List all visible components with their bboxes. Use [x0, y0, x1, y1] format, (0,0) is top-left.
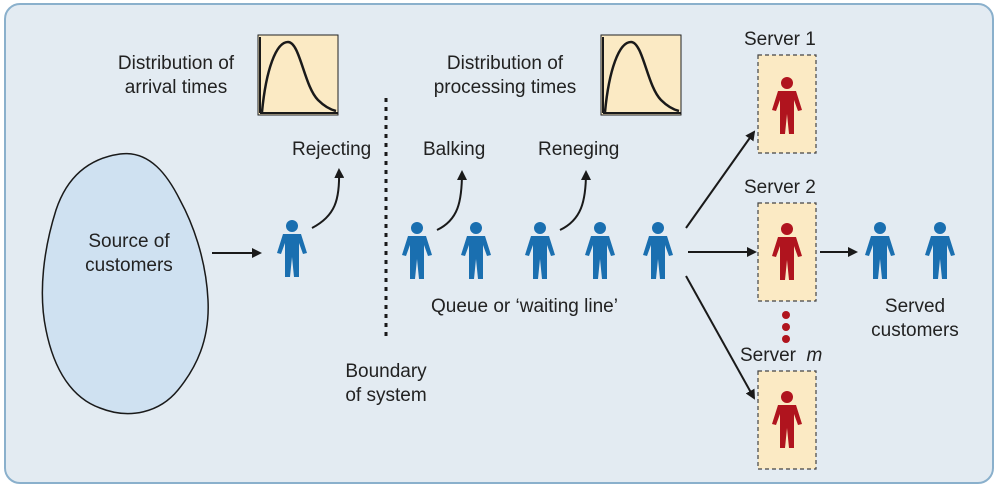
queue-customer-icon: [585, 222, 615, 279]
processing-distribution-label: Distribution of processing times: [433, 53, 577, 98]
server1-box: [757, 54, 817, 154]
served-customer-icon: [925, 222, 955, 279]
served-customer-icon: [865, 222, 895, 279]
source-cloud: [41, 152, 209, 415]
reneging-label: Reneging: [538, 139, 620, 160]
arrival-distribution-label: Distribution of arrival times: [117, 53, 235, 98]
distribution-curve-icon: [260, 40, 337, 113]
queue-label: Queue or ‘waiting line’: [431, 296, 618, 317]
queue-customer-icon: [461, 222, 491, 279]
server2-box: [757, 202, 817, 302]
to-server1-arrow: [685, 130, 756, 229]
arrival-distribution-chart: [257, 34, 339, 116]
arriving-customer-icon: [277, 220, 307, 277]
rejecting-arrow: [311, 168, 345, 229]
server1-label: Server 1: [744, 29, 816, 50]
source-label: Source of customers: [85, 231, 173, 276]
serverm-box: [757, 370, 817, 470]
rejecting-label: Rejecting: [292, 139, 372, 160]
queue-customer-icon: [525, 222, 555, 279]
processing-distribution-chart: [600, 34, 682, 116]
balking-arrow: [436, 170, 467, 231]
serverm-label: Server m: [740, 345, 823, 366]
queue-customer-icon: [402, 222, 432, 279]
reneging-arrow: [559, 170, 591, 231]
served-customers-label: Served customers: [871, 296, 959, 341]
queue-customer-icon: [643, 222, 673, 279]
to-serverm-arrow: [685, 275, 755, 400]
more-servers-dots: [782, 311, 790, 343]
boundary-label: Boundary of system: [345, 361, 427, 406]
distribution-curve-icon: [603, 40, 680, 113]
balking-label: Balking: [423, 139, 486, 160]
server2-label: Server 2: [744, 177, 816, 198]
